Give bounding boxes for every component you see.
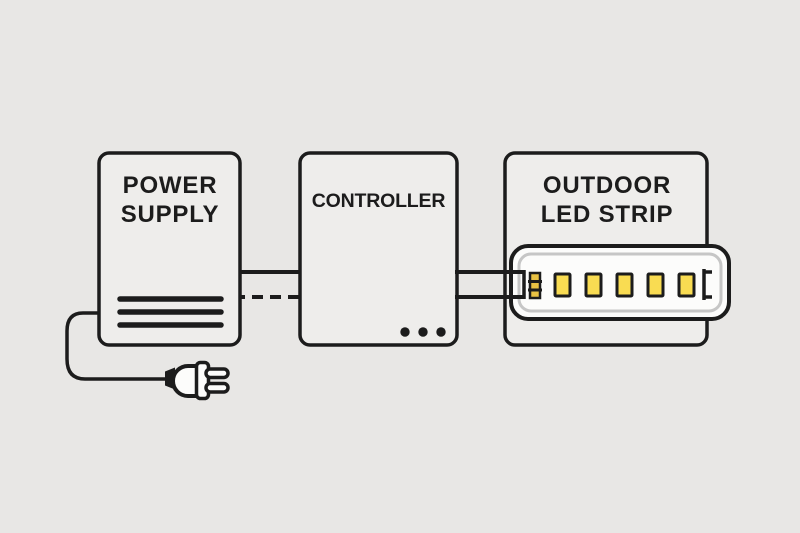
power-plug-icon (165, 360, 230, 401)
controller-label: CONTROLLER (312, 190, 446, 212)
led-chip (646, 272, 665, 298)
connection-wires (239, 270, 524, 299)
indicator-dots-icon (400, 327, 446, 337)
led-strip-label-line2: LED STRIP (541, 201, 674, 228)
led-strip-label-line1: OUTDOOR (543, 172, 671, 199)
strip-resistor-component (528, 271, 542, 300)
controller-node: CONTROLLER (298, 151, 459, 347)
led-chip (553, 272, 572, 298)
led-chip (615, 272, 634, 298)
indicator-dot (436, 327, 446, 337)
power-supply-node: POWER SUPPLY (65, 151, 242, 401)
plug-prong-top (204, 367, 230, 380)
led-strip-sleeve (517, 252, 723, 313)
plug-prong-bottom (204, 381, 230, 394)
led-chips (553, 272, 696, 298)
power-cord (65, 311, 168, 381)
power-supply-label-line2: SUPPLY (121, 201, 220, 228)
plug-collar (194, 360, 211, 401)
indicator-dot (418, 327, 428, 337)
led-chip (677, 272, 696, 298)
indicator-dot (400, 327, 410, 337)
controller-box (298, 151, 459, 347)
led-chip (584, 272, 603, 298)
power-supply-label-line1: POWER (123, 172, 218, 199)
led-strip-node: OUTDOOR LED STRIP (503, 151, 731, 347)
resistor-body (528, 271, 542, 300)
vent-lines-icon (117, 296, 224, 328)
led-strip-core (522, 269, 712, 300)
plug-body (171, 364, 202, 398)
